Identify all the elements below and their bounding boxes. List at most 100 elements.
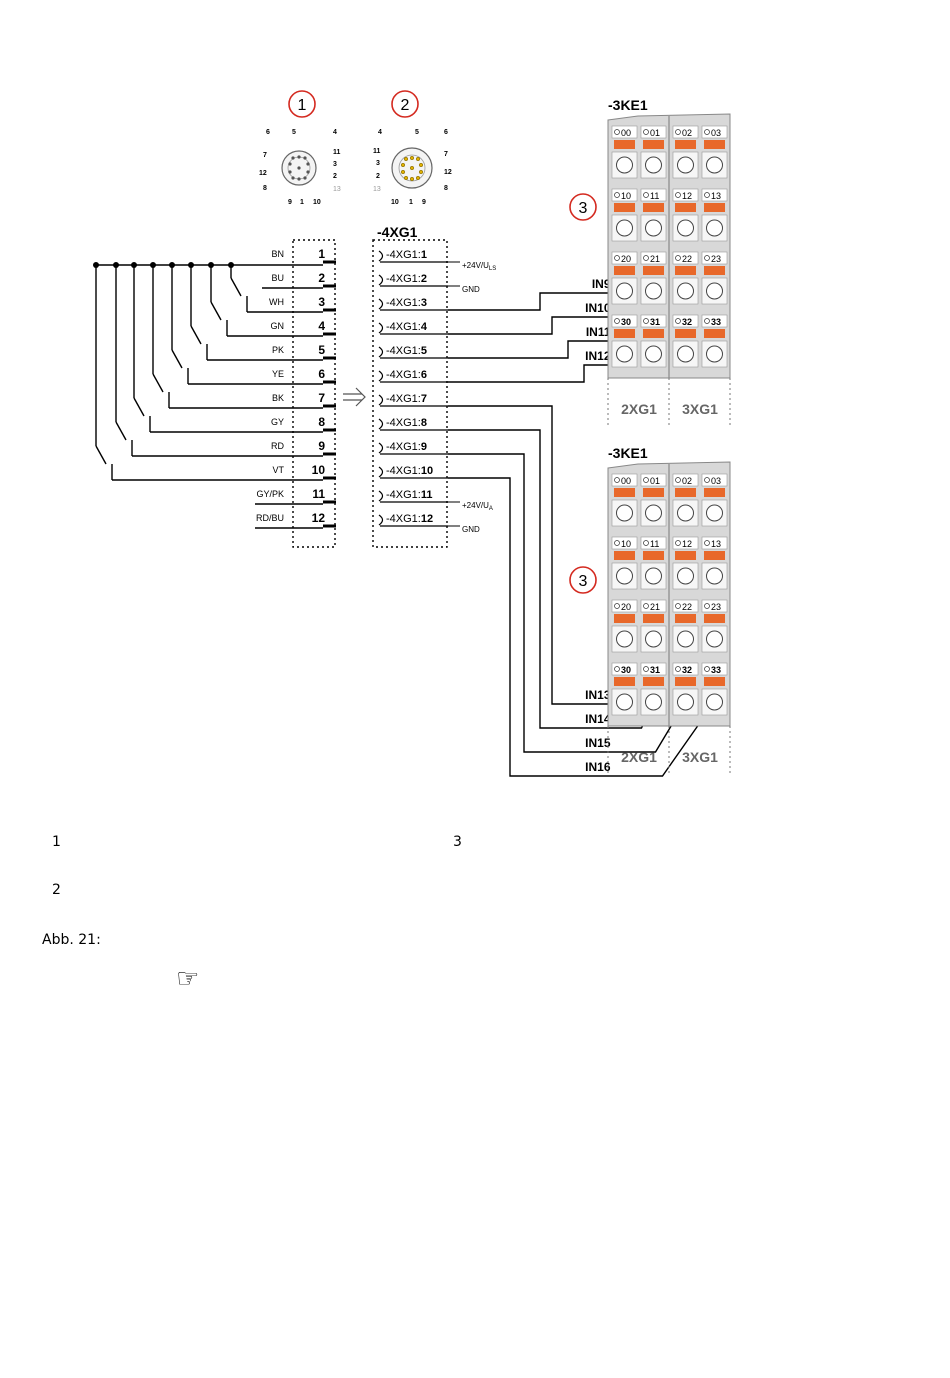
terminal-hole — [645, 156, 662, 174]
terminal-hole — [616, 282, 633, 300]
svg-text:2: 2 — [333, 173, 337, 180]
module-title: -3KE1 — [608, 445, 648, 461]
terminal-label-box — [611, 662, 638, 676]
terminal-hole — [677, 630, 694, 648]
terminal-label-box — [701, 125, 728, 139]
terminal-number: 13 — [711, 191, 721, 201]
socket-label: -4XG1:2 — [386, 273, 427, 285]
mating-arrow — [343, 387, 366, 407]
terminal-number: 33 — [711, 317, 721, 327]
supply-label: +24V/UA — [462, 501, 493, 512]
terminal-label-box — [640, 599, 667, 613]
wire-color-label: BU — [271, 273, 284, 283]
terminal-led — [643, 477, 649, 483]
terminal-lever — [643, 203, 664, 212]
terminal-lever — [643, 140, 664, 149]
terminal-number: 31 — [650, 317, 660, 327]
callout-3-top: 3 — [569, 193, 597, 221]
terminal-lever — [704, 266, 725, 275]
switch-contact — [95, 445, 107, 465]
terminal-hole — [706, 567, 723, 585]
plug-title: -4XG1 — [377, 224, 418, 240]
terminal-label-box — [701, 599, 728, 613]
terminal-label-box — [701, 536, 728, 550]
legend-item-3: 3 — [453, 834, 462, 850]
svg-text:13: 13 — [373, 186, 381, 193]
terminal-led — [704, 255, 710, 261]
socket-hook — [378, 250, 384, 262]
terminal-led — [643, 192, 649, 198]
svg-text:2: 2 — [376, 173, 380, 180]
switch-contact — [115, 421, 127, 441]
terminal-label-box — [701, 251, 728, 265]
terminal-number: 20 — [621, 602, 631, 612]
svg-text:1: 1 — [409, 199, 413, 206]
pin-number: 11 — [312, 487, 325, 501]
terminal-led — [675, 318, 681, 324]
socket-label: -4XG1:8 — [386, 417, 427, 429]
terminal-led — [675, 477, 681, 483]
pin-number: 5 — [318, 343, 325, 357]
terminal-led — [614, 318, 620, 324]
terminal-number: 30 — [621, 665, 631, 675]
terminal-hole — [706, 156, 723, 174]
terminal-led — [614, 192, 620, 198]
socket-hook — [378, 322, 384, 334]
terminal-lever — [675, 329, 696, 338]
pin-number: 10 — [312, 463, 326, 477]
svg-text:6: 6 — [266, 129, 270, 136]
terminal-label-box — [672, 473, 699, 487]
terminal-lever — [675, 140, 696, 149]
socket-hook — [378, 298, 384, 310]
terminal-led — [704, 318, 710, 324]
pin-box — [292, 239, 336, 548]
svg-text:4: 4 — [333, 129, 337, 136]
switch-contact — [210, 301, 222, 321]
legend-number: 3 — [453, 834, 462, 850]
socket-label: -4XG1:3 — [386, 297, 427, 309]
input-label: IN15 — [585, 736, 611, 750]
terminal-lever — [704, 140, 725, 149]
terminal-led — [675, 255, 681, 261]
terminal-lever — [643, 551, 664, 560]
terminal-lever — [643, 329, 664, 338]
terminal-number: 32 — [682, 665, 692, 675]
svg-text:3: 3 — [333, 161, 337, 168]
terminal-lever — [614, 329, 635, 338]
terminal-led — [704, 129, 710, 135]
terminal-hole — [616, 156, 633, 174]
terminal-number: 22 — [682, 254, 692, 264]
switch-contact — [230, 277, 242, 297]
terminal-number: 02 — [682, 476, 692, 486]
legend-number: 2 — [52, 882, 61, 898]
wire-color-label: RD — [271, 441, 284, 451]
terminal-number: 20 — [621, 254, 631, 264]
switch-contact — [152, 373, 164, 393]
terminal-hole — [616, 630, 633, 648]
svg-text:9: 9 — [288, 199, 292, 206]
terminal-label-box — [640, 125, 667, 139]
wire-color-label: PK — [272, 345, 284, 355]
pin-number: 4 — [318, 319, 325, 333]
terminal-led — [614, 477, 620, 483]
terminal-led — [675, 603, 681, 609]
socket-hook — [378, 418, 384, 430]
terminal-led — [614, 540, 620, 546]
terminal-hole — [677, 219, 694, 237]
terminal-lever — [614, 266, 635, 275]
terminal-hole — [645, 693, 662, 711]
terminal-number: 21 — [650, 254, 660, 264]
svg-text:12: 12 — [259, 170, 267, 177]
socket-label: -4XG1:6 — [386, 369, 427, 381]
wire-color-label: VT — [272, 465, 284, 475]
input-label: IN14 — [585, 712, 611, 726]
terminal-number: 01 — [650, 476, 660, 486]
socket-hook — [378, 370, 384, 382]
terminal-led — [704, 477, 710, 483]
terminal-led — [675, 540, 681, 546]
terminal-led — [614, 255, 620, 261]
terminal-label-box — [640, 314, 667, 328]
